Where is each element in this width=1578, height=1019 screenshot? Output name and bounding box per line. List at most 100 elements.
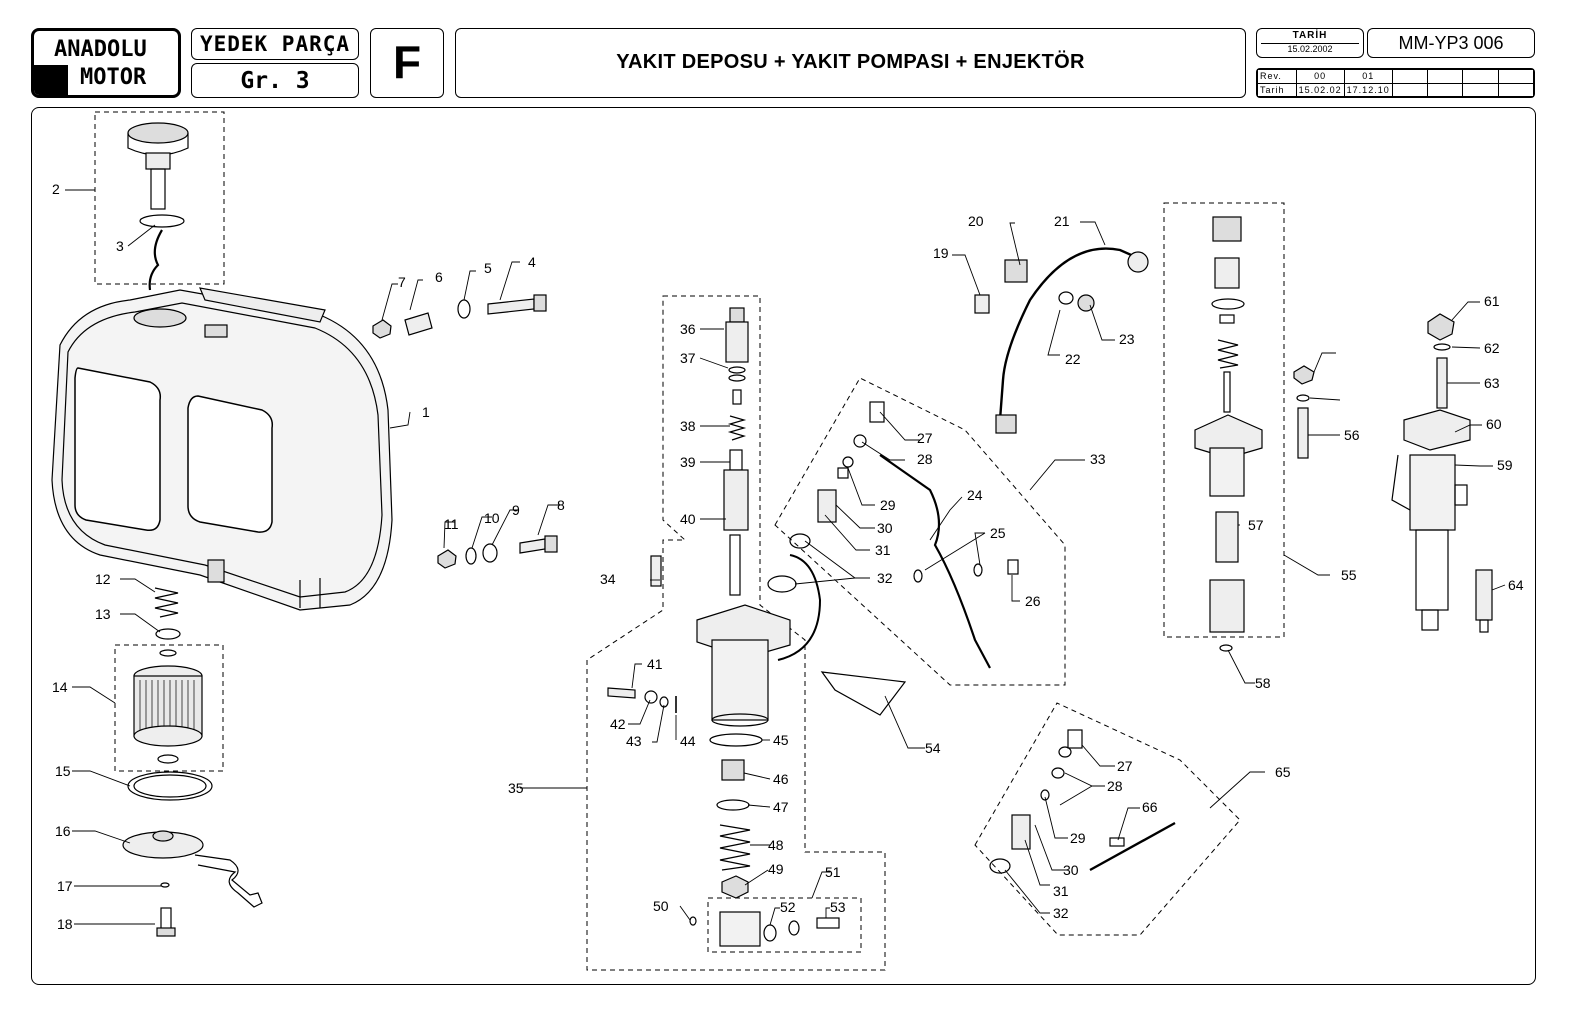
callout-5: 5	[484, 260, 492, 276]
injector-group-outline	[1163, 202, 1285, 638]
high-pressure-line	[974, 247, 1149, 434]
callout-33: 33	[1090, 451, 1106, 467]
callout-21: 21	[1054, 213, 1070, 229]
callout-14: 14	[52, 679, 68, 695]
callout-25: 25	[990, 525, 1006, 541]
callout-36: 36	[680, 321, 696, 337]
callout-52: 52	[780, 899, 796, 915]
callout-7: 7	[398, 274, 406, 290]
callout-2: 2	[52, 181, 60, 197]
callout-42: 42	[610, 716, 626, 732]
callout-41: 41	[647, 656, 663, 672]
callout-22: 22	[1065, 351, 1081, 367]
callout-10: 10	[484, 510, 500, 526]
spare-part-label-box: YEDEK PARÇA	[191, 28, 359, 60]
callout-35: 35	[508, 780, 524, 796]
callout-53: 53	[830, 899, 846, 915]
injection-pump	[607, 307, 840, 947]
callout-45: 45	[773, 732, 789, 748]
callout-26: 26	[1025, 593, 1041, 609]
date-value: 15.02.2002	[1287, 44, 1333, 54]
callout-28: 28	[917, 451, 933, 467]
callout-47: 47	[773, 799, 789, 815]
callout-61: 61	[1484, 293, 1500, 309]
callout-28b: 28	[1107, 778, 1123, 794]
tank-bolts-top	[372, 294, 547, 339]
page-title: YAKIT DEPOSU + YAKIT POMPASI + ENJEKTÖR	[616, 51, 1085, 73]
fuel-filter-assembly	[122, 587, 263, 937]
logo-line2: MOTOR	[80, 65, 147, 90]
callout-59: 59	[1497, 457, 1513, 473]
cap-group-outline	[94, 111, 225, 285]
callout-23: 23	[1119, 331, 1135, 347]
callout-34: 34	[600, 571, 616, 587]
callout-62: 62	[1484, 340, 1500, 356]
callout-9: 9	[512, 502, 520, 518]
logo-block	[34, 65, 68, 95]
group-33-outline	[774, 377, 1066, 686]
callout-49: 49	[768, 861, 784, 877]
doc-code-box: MM-YP3 006	[1367, 28, 1535, 58]
group-65-outline	[974, 702, 1241, 936]
callout-57: 57	[1248, 517, 1264, 533]
callout-66: 66	[1142, 799, 1158, 815]
callout-16: 16	[55, 823, 71, 839]
logo-line1: ANADOLU	[54, 37, 147, 62]
injector-studs	[1293, 365, 1315, 459]
callout-3: 3	[116, 238, 124, 254]
fuel-cap	[127, 122, 189, 291]
callout-29b: 29	[1070, 830, 1086, 846]
callout-11: 11	[444, 516, 459, 532]
callout-60: 60	[1486, 416, 1502, 432]
callout-12: 12	[95, 571, 111, 587]
callout-54: 54	[925, 740, 941, 756]
company-logo: ANADOLU MOTOR	[31, 28, 181, 98]
pump-group-outline	[586, 295, 886, 971]
callout-46: 46	[773, 771, 789, 787]
callout-51: 51	[825, 864, 841, 880]
callout-48: 48	[768, 837, 784, 853]
callout-30b: 30	[1063, 862, 1079, 878]
callout-20: 20	[968, 213, 984, 229]
callout-40: 40	[680, 511, 696, 527]
callout-27b: 27	[1117, 758, 1133, 774]
filter-group-outline	[114, 644, 224, 772]
callout-labels: 1 2 3 4 5 6 7 8 9 10 11 12 13 14 15 16 1…	[52, 181, 1524, 932]
callout-4: 4	[528, 254, 536, 270]
callout-63: 63	[1484, 375, 1500, 391]
callout-13: 13	[95, 606, 111, 622]
leader-lines	[65, 189, 1506, 926]
spare-part-label: YEDEK PARÇA	[199, 32, 351, 56]
callout-31b: 31	[1053, 883, 1069, 899]
fuel-line-group	[767, 401, 1019, 716]
group-label-box: Gr. 3	[191, 63, 359, 98]
callout-8: 8	[557, 497, 565, 513]
callout-37: 37	[680, 350, 696, 366]
section-letter: F	[392, 36, 422, 88]
fuel-tank	[51, 287, 393, 611]
callout-56: 56	[1344, 427, 1360, 443]
callout-64: 64	[1508, 577, 1524, 593]
group-label: Gr. 3	[240, 68, 310, 94]
callout-19: 19	[933, 245, 949, 261]
injector-assembly	[1194, 216, 1263, 652]
callout-31: 31	[875, 542, 891, 558]
rev-00-date: 15.02.02	[1295, 82, 1345, 97]
callout-17: 17	[57, 878, 73, 894]
section-letter-box: F	[370, 28, 444, 98]
callout-30: 30	[877, 520, 893, 536]
callout-15: 15	[55, 763, 71, 779]
callout-43: 43	[626, 733, 642, 749]
group-51-outline	[707, 897, 862, 953]
callout-27: 27	[917, 430, 933, 446]
callout-29: 29	[880, 497, 896, 513]
callout-44: 44	[680, 733, 696, 749]
date-label: TARİH	[1292, 30, 1328, 41]
callout-24: 24	[967, 487, 983, 503]
complete-injector	[1391, 313, 1493, 633]
rev-01-date: 17.12.10	[1343, 82, 1393, 97]
tank-bolts-bottom	[437, 535, 558, 569]
callout-32: 32	[877, 570, 893, 586]
revision-table: Rev. 00 01 Tarih 15.02.02 17.12.10	[1256, 68, 1535, 98]
